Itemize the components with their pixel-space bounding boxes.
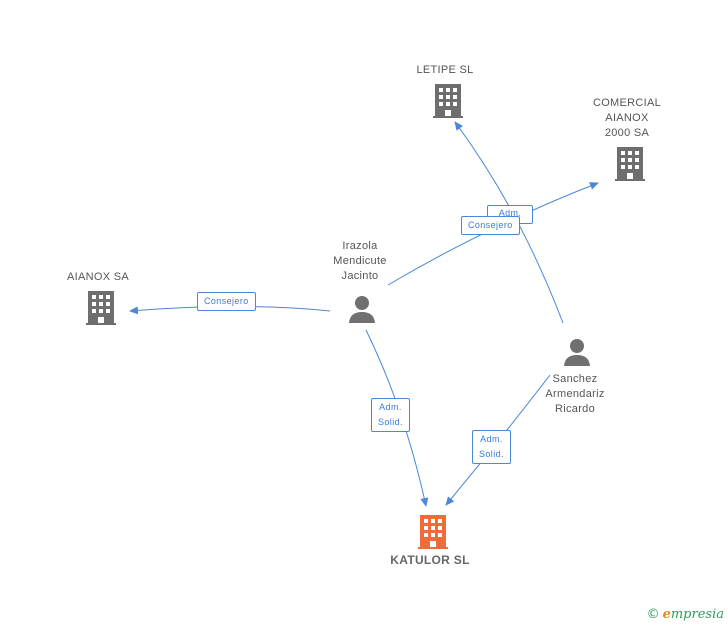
building-icon-aianox xyxy=(86,291,116,325)
person-icon-sanchez xyxy=(564,339,590,366)
edge-label-adm-solid-irazola: Adm. Solid. xyxy=(371,398,410,432)
node-label-katulor[interactable]: KATULOR SL xyxy=(390,553,470,567)
building-icon-letipe xyxy=(433,84,463,118)
node-label-sanchez[interactable]: Sanchez Armendariz Ricardo xyxy=(545,373,605,415)
copyright-symbol: © xyxy=(646,607,660,622)
empresia-logo: ©empresia xyxy=(647,607,724,622)
building-icon-katulor xyxy=(418,515,448,549)
node-label-irazola[interactable]: Irazola Mendicute Jacinto xyxy=(333,240,387,282)
node-label-comercial[interactable]: COMERCIAL AIANOX 2000 SA xyxy=(592,97,662,139)
person-icon-irazola xyxy=(349,296,375,323)
edge-label-adm-solid-sanchez: Adm. Solid. xyxy=(472,430,511,464)
edge-label-consejero-comercial: Consejero xyxy=(461,216,520,235)
building-icon-comercial xyxy=(615,147,645,181)
node-label-letipe[interactable]: LETIPE SL xyxy=(416,64,474,76)
node-label-aianox[interactable]: AIANOX SA xyxy=(67,271,129,283)
brand-rest: mpresia xyxy=(670,607,724,622)
brand-e: e xyxy=(662,607,671,622)
edge-label-consejero-aianox: Consejero xyxy=(197,292,256,311)
